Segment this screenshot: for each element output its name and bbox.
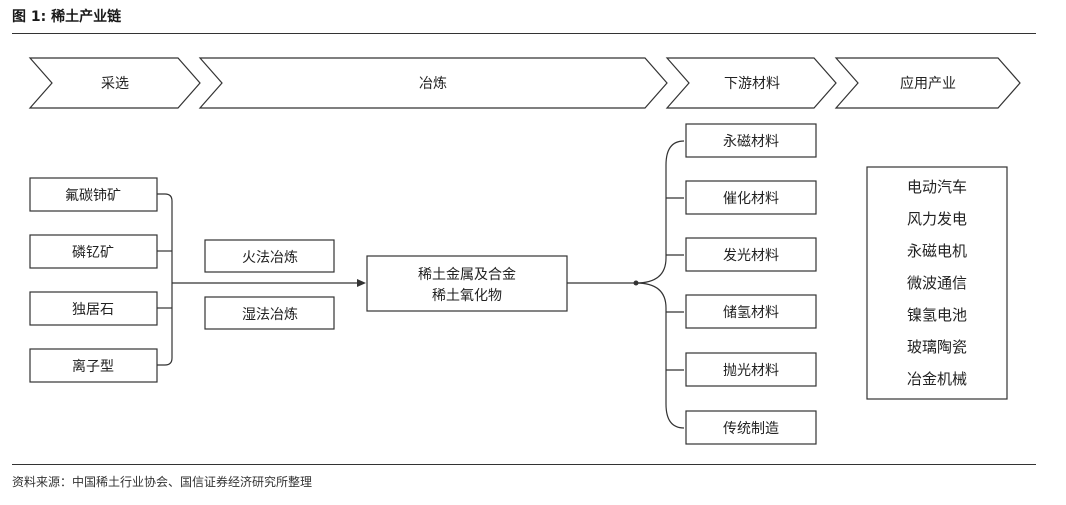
top-rule [12,33,1036,34]
ore-label: 独居石 [72,302,114,318]
smelting-box [204,239,335,273]
source-note: 资料来源：中国稀土行业协会、国信证券经济研究所整理 [12,475,313,489]
application-item: 玻璃陶瓷 [907,338,967,356]
material-box [685,237,817,272]
junction-dot [633,280,639,286]
product-box [366,255,568,312]
material-box [685,123,817,158]
material-box [685,410,817,445]
materials-bracket-top [635,140,685,284]
application-item: 镍氢电池 [907,306,967,324]
smelting-label: 湿法冶炼 [242,307,298,323]
material-label: 抛光材料 [723,363,779,379]
stage-chevron-application [834,57,1021,109]
material-label: 催化材料 [723,191,779,207]
stage-chevron-mining [28,57,201,109]
smelting-label: 火法冶炼 [242,250,298,266]
stage-chevron-smelting [198,57,668,109]
ore-label: 磷钇矿 [72,245,114,261]
smelting-box [204,296,335,330]
material-label: 传统制造 [723,421,779,437]
material-box [685,294,817,329]
material-label: 储氢材料 [723,305,779,321]
stage-label: 采选 [101,76,129,92]
arrowhead [357,279,366,287]
stage-label: 应用产业 [900,75,956,92]
application-item: 电动汽车 [907,178,967,196]
stage-chevron-materials [665,57,837,109]
application-item: 冶金机械 [907,370,967,388]
product-label: 稀土氧化物 [432,288,502,304]
material-box [685,180,817,215]
ore-label: 离子型 [72,358,114,375]
application-item: 永磁电机 [907,242,967,260]
ore-box [29,348,158,383]
material-label: 永磁材料 [723,134,779,150]
application-box [866,166,1008,400]
material-box [685,352,817,387]
bottom-rule [12,464,1036,465]
application-item: 微波通信 [907,274,967,292]
ore-bracket [157,193,173,366]
application-item: 风力发电 [907,210,967,228]
product-label: 稀土金属及合金 [418,267,516,283]
figure-title: 图 1: 稀土产业链 [12,9,122,25]
ore-label: 氟碳铈矿 [65,187,121,204]
stage-label: 下游材料 [724,76,780,92]
materials-bracket-bottom [635,282,685,429]
stage-label: 冶炼 [419,76,447,92]
material-label: 发光材料 [723,248,779,264]
ore-box [29,177,158,212]
